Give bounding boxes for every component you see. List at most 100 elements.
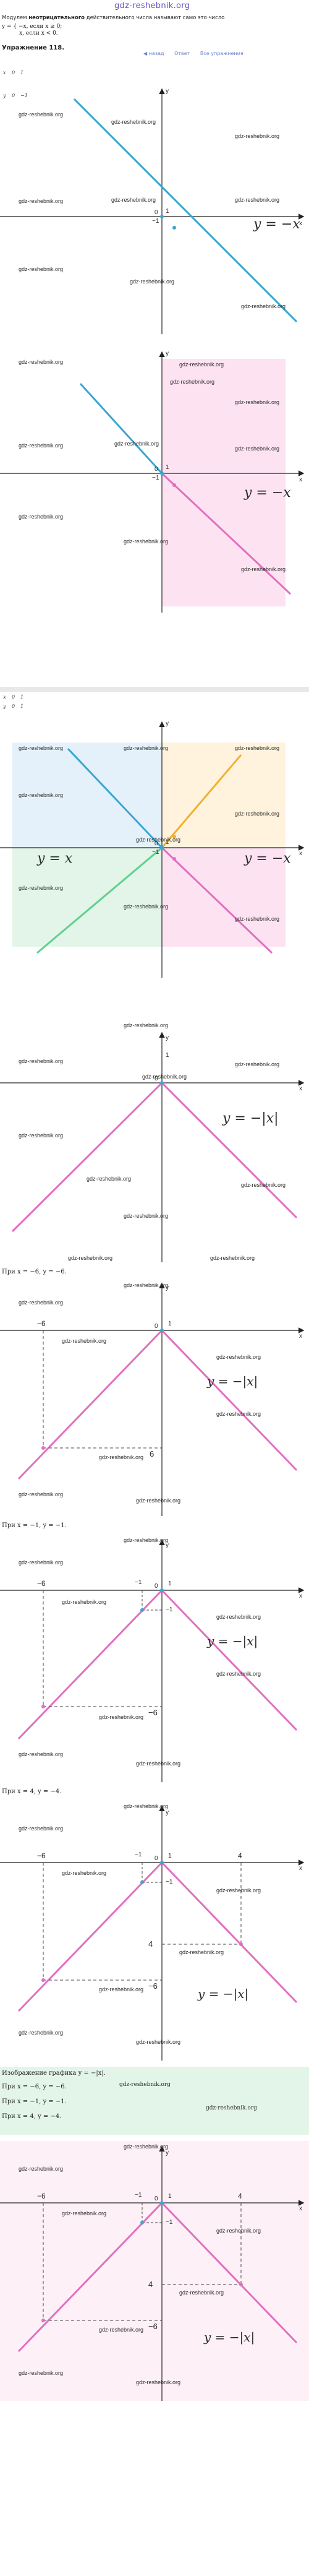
x-axis-label: x xyxy=(299,850,302,857)
tick-y-minus-six: −6 xyxy=(148,2322,158,2331)
summary-title: Изображение графика y = −|x|. xyxy=(2,2070,106,2077)
watermark: gdz-reshebnik.org xyxy=(235,745,280,751)
tick-four: 4 xyxy=(238,2192,242,2200)
watermark: gdz-reshebnik.org xyxy=(19,885,64,891)
origin-label: 0 xyxy=(154,1583,158,1590)
tick-minus-one: −1 xyxy=(152,475,159,481)
tick-y-minus-four: 4 xyxy=(148,2280,153,2289)
watermark: gdz-reshebnik.org xyxy=(235,133,280,139)
watermark: gdz-reshebnik.org xyxy=(170,379,215,385)
watermark: gdz-reshebnik.org xyxy=(142,1074,187,1080)
tick-y-minus-one: −1 xyxy=(166,1606,173,1613)
summary-line-3: При x = 4, y = −4. xyxy=(2,2113,62,2120)
equation-label: y = −|x| xyxy=(198,1986,249,2001)
watermark: gdz-reshebnik.org xyxy=(136,2379,181,2385)
origin-label: 0 xyxy=(154,1323,158,1330)
origin-label: 0 xyxy=(154,466,158,473)
watermark: gdz-reshebnik.org xyxy=(216,2228,261,2234)
watermark: gdz-reshebnik.org xyxy=(19,2370,64,2376)
equation-label: y = −x xyxy=(253,217,300,232)
watermark: gdz-reshebnik.org xyxy=(216,1887,261,1893)
graph-4: y 1 x 0 y = −|x| gdz-reshebnik.org gdz-r… xyxy=(0,1021,309,1262)
watermark: gdz-reshebnik.org xyxy=(124,745,169,751)
equation-label: y = −x xyxy=(244,851,291,866)
graph-5: y x 0 1 −6 6 y = −|x| gdz-reshebnik.org … xyxy=(0,1281,309,1516)
section-separator xyxy=(0,687,309,692)
watermark: gdz-reshebnik.org xyxy=(19,1058,64,1064)
watermark: gdz-reshebnik.org xyxy=(179,1949,224,1955)
watermark: gdz-reshebnik.org xyxy=(235,399,280,405)
watermark: gdz-reshebnik.org xyxy=(235,916,280,922)
watermark: gdz-reshebnik.org xyxy=(19,1491,64,1497)
watermark: gdz-reshebnik.org xyxy=(216,1614,261,1620)
watermark: gdz-reshebnik.org xyxy=(130,278,175,285)
tick-y-minus-six: −6 xyxy=(148,1708,158,1717)
tick-minus-six: −6 xyxy=(37,1579,46,1588)
tick-y-minus-six: −6 xyxy=(148,1981,158,1991)
y-axis-label: y xyxy=(166,350,169,357)
tick-y-minus-four: 4 xyxy=(148,1939,153,1949)
watermark: gdz-reshebnik.org xyxy=(111,119,156,125)
y-axis-label: y xyxy=(166,88,169,95)
watermark: gdz-reshebnik.org xyxy=(179,361,224,368)
origin-label: 0 xyxy=(154,2195,158,2202)
watermark: gdz-reshebnik.org xyxy=(19,2030,64,2036)
watermark: gdz-reshebnik.org xyxy=(111,197,156,203)
summary-line-2: При x = −1, y = −1. xyxy=(2,2098,67,2105)
watermark: gdz-reshebnik.org xyxy=(19,792,64,798)
note-1: При x = −6, y = −6. xyxy=(2,1269,67,1275)
graph-2: y x 0 −1 1 y = −x gdz-reshebnik.org gdz-… xyxy=(0,347,309,613)
summary-box: Изображение графика y = −|x|. При x = −6… xyxy=(0,2067,309,2135)
answer-link[interactable]: Ответ xyxy=(174,51,190,56)
tick-minus-one: −1 xyxy=(135,1579,142,1586)
watermark: gdz-reshebnik.org xyxy=(124,538,169,545)
piecewise-formula: y = { −x, если x ≥ 0; x, если x < 0. xyxy=(2,24,62,37)
watermark: gdz-reshebnik.org xyxy=(62,2210,107,2216)
tick-one: 1 xyxy=(166,208,169,215)
tick-minus-six: −6 xyxy=(37,2192,46,2200)
tick-one: 1 xyxy=(168,1853,172,1859)
x-axis-label: x xyxy=(299,1865,302,1872)
watermark: gdz-reshebnik.org xyxy=(241,566,286,572)
watermark: gdz-reshebnik.org xyxy=(19,1825,64,1832)
tick-y-minus-one: −1 xyxy=(166,1879,173,1885)
y-axis-label: y xyxy=(166,1035,169,1041)
nav-toolbar: ◀ назад Ответ Все упражнения xyxy=(143,51,252,56)
watermark: gdz-reshebnik.org xyxy=(99,1986,144,1992)
back-link[interactable]: ◀ назад xyxy=(143,51,164,56)
equation-label: y = −x xyxy=(244,485,291,501)
watermark: gdz-reshebnik.org xyxy=(114,441,159,447)
watermark: gdz-reshebnik.org xyxy=(124,1022,169,1028)
watermark: gdz-reshebnik.org xyxy=(19,745,64,751)
exercise-title: Упражнение 118. xyxy=(2,45,65,51)
watermark: gdz-reshebnik.org xyxy=(19,359,64,365)
tick-one: 1 xyxy=(166,464,169,471)
watermark: gdz-reshebnik.org xyxy=(87,1176,132,1182)
watermark: gdz-reshebnik.org xyxy=(179,2290,224,2296)
watermark: gdz-reshebnik.org xyxy=(136,837,181,843)
note-2: При x = −1, y = −1. xyxy=(2,1522,67,1529)
watermark: gdz-reshebnik.org xyxy=(19,2166,64,2172)
all-exercises-link[interactable]: Все упражнения xyxy=(200,51,243,56)
site-logo[interactable]: gdz-reshebnik.org xyxy=(114,1,190,11)
watermark: gdz-reshebnik.org xyxy=(241,303,286,309)
tick-minus-six: −6 xyxy=(37,1319,46,1328)
watermark: gdz-reshebnik.org xyxy=(62,1870,107,1876)
y-axis-label: y xyxy=(166,1285,169,1291)
watermark: gdz-reshebnik.org xyxy=(124,1282,169,1288)
equation-label: y = −|x| xyxy=(204,2330,255,2345)
header-bar: gdz-reshebnik.org xyxy=(0,0,309,14)
watermark: gdz-reshebnik.org xyxy=(216,1671,261,1677)
watermark: gdz-reshebnik.org xyxy=(124,1803,169,1809)
watermark: gdz-reshebnik.org xyxy=(124,903,169,910)
watermark: gdz-reshebnik.org xyxy=(19,514,64,520)
tick-minus-one: −1 xyxy=(135,1851,142,1858)
watermark: gdz-reshebnik.org xyxy=(119,2082,171,2088)
watermark: gdz-reshebnik.org xyxy=(62,1338,107,1344)
watermark: gdz-reshebnik.org xyxy=(216,1411,261,1417)
x-axis-label: x xyxy=(299,476,302,483)
x-axis-label: x xyxy=(299,1085,302,1092)
